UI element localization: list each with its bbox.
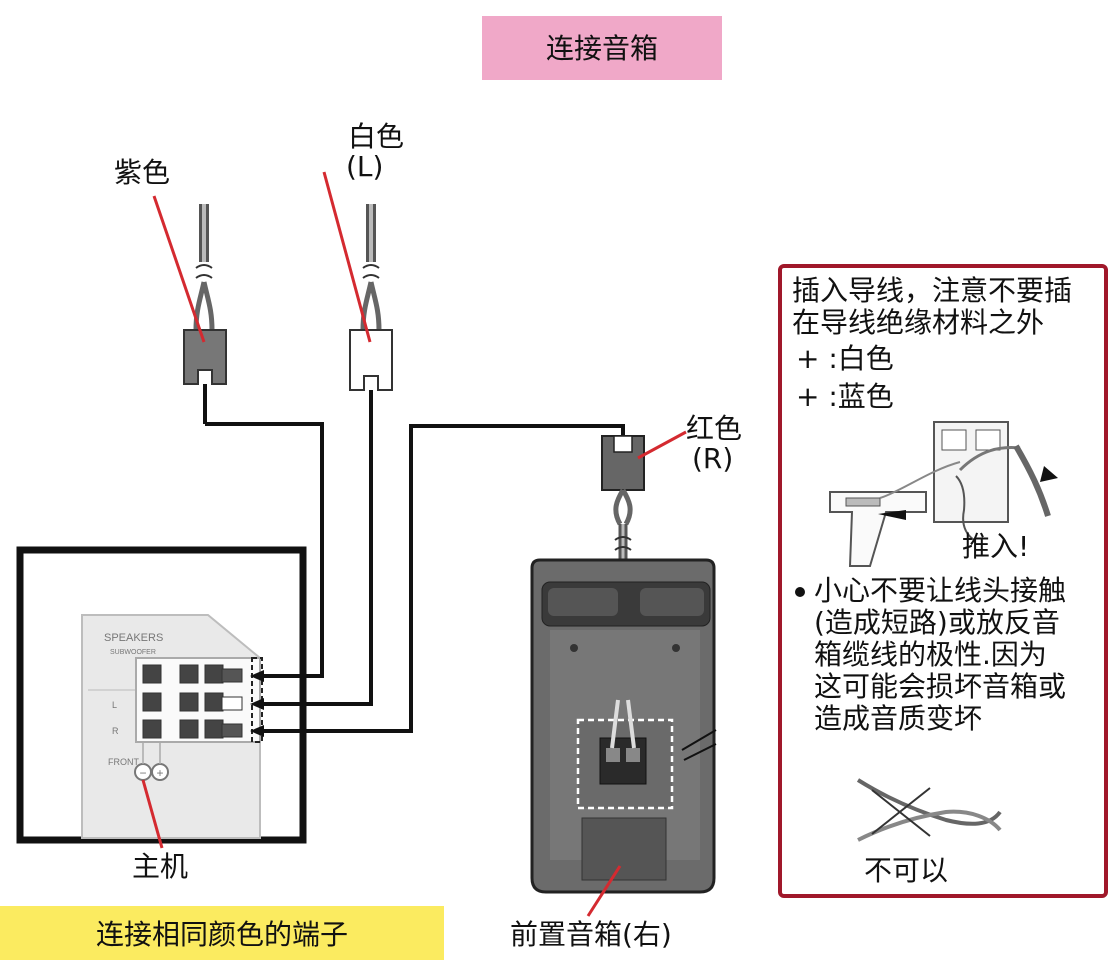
cable-break-icon	[614, 536, 632, 551]
bullet-icon	[795, 587, 805, 597]
wire-red-to-main	[262, 424, 625, 733]
panel-front: FRONT	[108, 757, 139, 767]
label-red: 红色	[686, 412, 742, 445]
arrow-head-icon	[250, 670, 264, 682]
purple-plug-assembly	[183, 204, 324, 682]
callout-lines	[681, 729, 717, 761]
purple-plug	[183, 329, 227, 385]
pointer-main-unit	[141, 779, 164, 849]
terminal-jack	[179, 664, 199, 684]
push-in-label: 推入!	[962, 530, 1029, 563]
pointer-white	[322, 171, 372, 343]
terminal-jack	[142, 692, 162, 712]
panel-heading: SPEAKERS	[104, 632, 163, 644]
socket-left	[221, 696, 243, 711]
label-front-speaker: 前置音箱(右)	[510, 918, 672, 951]
arrow-head-icon	[250, 725, 264, 737]
cable-break-icon	[195, 264, 213, 279]
pointer-red	[637, 430, 687, 460]
arrow-up-icon	[1040, 466, 1058, 482]
warning-line: 箱缆线的极性.因为	[814, 638, 1047, 671]
title-banner-bg	[482, 16, 722, 80]
twisted-wire-illustration: 不可以	[856, 778, 1002, 887]
finger-icon	[955, 475, 975, 541]
terminal-grid	[142, 664, 243, 739]
panel-row-l: L	[112, 700, 117, 710]
socket-right	[221, 723, 243, 738]
screw-icon	[570, 644, 578, 652]
twisted-wire	[857, 809, 1002, 842]
socket-subwoofer	[221, 668, 243, 683]
note-line-2: 在导线绝缘材料之外	[792, 306, 1044, 339]
wire-closeup	[879, 461, 961, 499]
label-main-unit: 主机	[132, 850, 188, 883]
terminal-jack	[204, 664, 224, 684]
main-unit-outline	[16, 546, 307, 844]
speaker-wire	[610, 699, 636, 749]
footer-text: 连接相同颜色的端子	[96, 918, 348, 951]
label-white-channel: (L)	[346, 150, 383, 183]
minus-symbol: −	[139, 766, 146, 780]
plug-closeup-slot	[845, 497, 881, 507]
arrow-head-icon	[250, 698, 264, 710]
red-plug-slot	[613, 435, 633, 453]
plug-closeup	[829, 491, 927, 567]
wire-purple-to-main	[205, 422, 324, 678]
note-line-1: 插入导线，注意不要插	[792, 274, 1072, 307]
screw-icon	[672, 644, 680, 652]
terminal-jack	[179, 719, 199, 739]
push-in-illustration: 推入!	[829, 421, 1058, 567]
terminal-jack	[606, 748, 620, 762]
main-unit: SPEAKERS SUBWOOFER L R FRONT − +	[16, 546, 307, 844]
label-white: 白色	[348, 120, 404, 153]
label-red-channel: (R)	[692, 442, 733, 475]
cross-icon	[871, 787, 931, 837]
labels: 紫色 白色 (L) 红色 (R) 主机 前置音箱(右)	[114, 120, 742, 951]
note-plus-white: + :白色	[796, 342, 894, 375]
split-wires	[360, 281, 382, 331]
pointer-purple	[152, 195, 206, 343]
cable-closeup	[1013, 444, 1051, 517]
warning-line: 小心不要让线头接触	[814, 574, 1066, 607]
warning-line: (造成短路)或放反音	[814, 606, 1060, 639]
terminal-jack	[142, 664, 162, 684]
cable-break-icon	[362, 264, 380, 279]
split-wires	[193, 281, 215, 331]
warning-line: 造成音质变坏	[814, 702, 982, 735]
wire-white-to-main	[262, 390, 373, 706]
pointer-front-speaker	[586, 865, 622, 917]
speaker-handle	[548, 588, 618, 616]
panel-subheading: SUBWOOFER	[110, 649, 156, 656]
note-minus-blue: + :蓝色	[796, 380, 894, 413]
note-panel: 插入导线，注意不要插 在导线绝缘材料之外 + :白色 + :蓝色 推入! 小心不…	[778, 264, 1108, 898]
terminal-jack	[142, 719, 162, 739]
panel-row-r: R	[112, 726, 119, 736]
terminal-hole	[941, 429, 967, 451]
title-banner: 连接音箱	[482, 16, 722, 80]
label-purple: 紫色	[114, 156, 170, 189]
white-plug	[349, 329, 393, 391]
speaker-handle	[640, 588, 704, 616]
terminal-jack	[626, 748, 640, 762]
plus-symbol: +	[156, 766, 163, 780]
split-wires	[613, 488, 633, 526]
footer-banner-bg	[0, 906, 444, 960]
terminal-jack	[204, 692, 224, 712]
terminal-hole	[975, 429, 1001, 451]
warning-line: 这可能会损坏音箱或	[814, 670, 1066, 703]
note-frame	[778, 264, 1108, 898]
terminal-jack	[179, 692, 199, 712]
footer-banner: 连接相同颜色的端子	[0, 906, 444, 960]
not-allowed-label: 不可以	[864, 854, 948, 887]
white-plug-assembly	[250, 204, 393, 710]
terminal-jack	[204, 719, 224, 739]
speaker-port	[581, 817, 667, 881]
front-speaker	[530, 558, 717, 894]
page-title: 连接音箱	[546, 32, 658, 65]
arrow-left-icon	[878, 510, 906, 520]
